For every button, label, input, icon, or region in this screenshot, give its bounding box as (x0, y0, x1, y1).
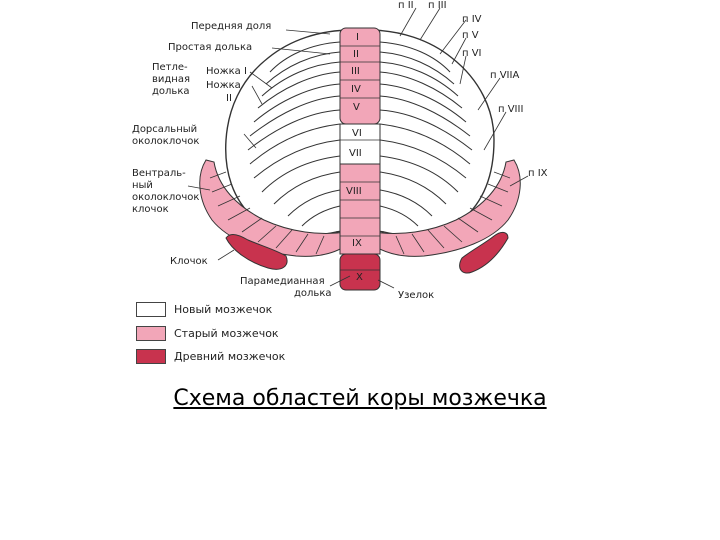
label-p-iii: п III (428, 0, 447, 11)
label-p-vi: п VI (462, 48, 482, 59)
vermis-num-6: VI (352, 128, 362, 139)
right-folia (379, 41, 473, 227)
label-nodulus: Узелок (398, 290, 435, 301)
label-ansiform-1: Петле- (152, 62, 188, 73)
vermis-num-9: IX (352, 238, 362, 249)
left-flocculus (225, 233, 288, 270)
left-hemisphere (225, 29, 353, 236)
right-paraflocculus (369, 159, 521, 257)
label-simple-lobule: Простая долька (168, 42, 253, 53)
legend-item-ancient: Древний мозжечок (136, 349, 285, 364)
vermis-num-7: VII (349, 148, 362, 159)
left-folia (247, 41, 341, 227)
vermis-num-3: III (351, 66, 360, 77)
label-crus-2: Ножка (206, 80, 241, 91)
label-ventral-3: околоклочок (132, 192, 200, 203)
legend-item-old: Старый мозжечок (136, 326, 279, 341)
legend-swatch-old (136, 326, 166, 341)
label-p-v: п V (462, 30, 479, 41)
left-paraflocculus (199, 159, 351, 257)
legend-swatch-ancient (136, 349, 166, 364)
vermis-new-middle (339, 123, 381, 165)
label-paramedian-1: Парамедианная (240, 276, 325, 287)
diagram-caption: Схема областей коры мозжечка (173, 386, 547, 411)
label-p-viia: п VIIA (490, 70, 520, 81)
label-dorsal-2: околоклочок (132, 136, 200, 147)
legend-swatch-new (136, 302, 166, 317)
legend-item-new: Новый мозжечок (136, 302, 272, 317)
label-ventral-1: Вентраль- (132, 168, 186, 179)
vermis-old-upper (339, 27, 381, 125)
vermis-num-8: VIII (346, 186, 362, 197)
label-ventral-4: клочок (132, 204, 169, 215)
legend-label-ancient: Древний мозжечок (174, 350, 286, 363)
vermis-num-2: II (353, 49, 359, 60)
vermis-num-1: I (356, 32, 359, 43)
vermis-num-5: V (353, 102, 360, 113)
vermis-num-4: IV (351, 84, 361, 95)
vermis-old-lower (339, 163, 381, 255)
label-p-ii: п II (398, 0, 414, 11)
label-flocculus: Клочок (170, 256, 208, 267)
label-ansiform-3: долька (152, 86, 190, 97)
label-p-ix: п IX (528, 168, 548, 179)
right-flocculus (459, 231, 509, 274)
label-crus-1: Ножка I (206, 66, 247, 77)
legend-label-old: Старый мозжечок (174, 327, 279, 340)
label-p-iv: п IV (462, 14, 482, 25)
label-ansiform-2: видная (152, 74, 190, 85)
label-p-viii: п VIII (498, 104, 524, 115)
legend-label-new: Новый мозжечок (174, 303, 273, 316)
label-ventral-2: ный (132, 180, 153, 191)
label-anterior-lobe: Передняя доля (191, 21, 272, 32)
vermis-ancient-nodulus (339, 253, 381, 291)
right-hemisphere (367, 29, 495, 236)
label-crus-2-num: II (226, 93, 232, 104)
label-dorsal-1: Дорсальный (132, 124, 198, 135)
label-paramedian-2: долька (294, 288, 332, 299)
vermis-num-10: X (356, 272, 363, 283)
